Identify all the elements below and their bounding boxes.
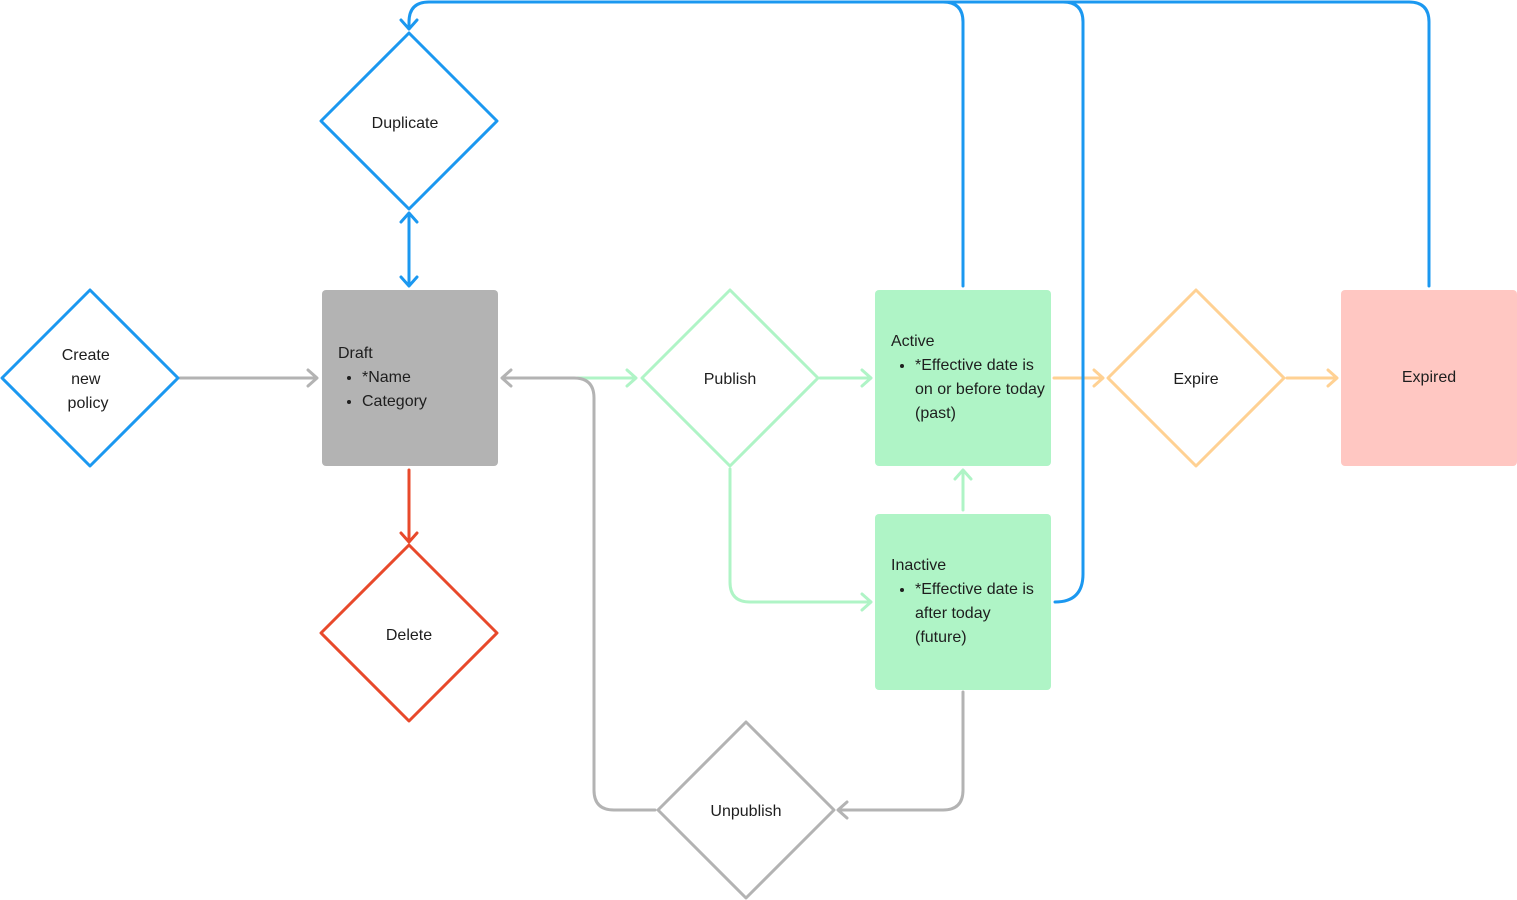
state-inactive[interactable]: Inactive *Effective date is after today … <box>875 514 1051 690</box>
unpublish-label: Unpublish <box>710 803 781 820</box>
state-expired[interactable]: Expired <box>1341 290 1517 466</box>
diamond-publish[interactable] <box>640 288 820 468</box>
inactive-bullets: *Effective date is after today (future) <box>891 578 1045 650</box>
arrowhead-to-publish <box>625 368 638 388</box>
connector-active-to-duplicate <box>407 0 965 288</box>
arrowhead-to-draft-from-duplicate <box>399 275 419 288</box>
connector-unpublish-to-draft <box>502 376 657 812</box>
diamond-expire[interactable] <box>1106 288 1286 468</box>
diamond-duplicate[interactable] <box>319 31 499 211</box>
active-bullets: *Effective date is on or before today (p… <box>891 354 1045 426</box>
diamond-delete[interactable] <box>319 543 499 723</box>
active-title: Active <box>891 333 935 350</box>
connector-expired-to-duplicate <box>1061 0 1431 288</box>
expired-label: Expired <box>1401 369 1457 386</box>
arrowhead-to-duplicate <box>399 211 419 224</box>
active-bullet-effective-date: *Effective date is on or before today (p… <box>915 354 1045 426</box>
arrowhead-inactive-to-active <box>953 468 973 481</box>
diamond-create-new-policy[interactable] <box>0 288 180 468</box>
connector-publish-to-inactive <box>728 467 870 604</box>
arrowhead-to-active <box>860 368 873 388</box>
inactive-title: Inactive <box>891 557 947 574</box>
duplicate-label: Duplicate <box>372 115 439 132</box>
create-new-policy-label: Create new policy <box>62 347 114 412</box>
arrowhead-loop-to-duplicate <box>399 18 419 31</box>
draft-title: Draft <box>338 345 373 362</box>
arrowhead-unpublish-to-draft <box>500 368 513 388</box>
expire-label: Expire <box>1173 371 1218 388</box>
arrowhead-to-unpublish <box>836 800 849 820</box>
arrowhead-to-expire <box>1092 368 1105 388</box>
inactive-bullet-effective-date: *Effective date is after today (future) <box>915 578 1045 650</box>
publish-label: Publish <box>704 371 756 388</box>
diamond-unpublish[interactable] <box>656 720 836 900</box>
connector-inactive-to-unpublish <box>838 690 965 812</box>
draft-bullets: *Name Category <box>338 366 498 414</box>
arrowhead-create-to-draft <box>306 368 319 388</box>
state-active[interactable]: Active *Effective date is on or before t… <box>875 290 1051 466</box>
draft-bullet-category: Category <box>362 390 498 414</box>
arrowhead-to-expired <box>1326 368 1339 388</box>
delete-label: Delete <box>386 627 432 644</box>
state-draft[interactable]: Draft *Name Category <box>322 290 498 466</box>
arrowhead-to-inactive <box>860 592 873 612</box>
arrowhead-to-delete <box>399 531 419 544</box>
draft-bullet-name: *Name <box>362 366 498 390</box>
